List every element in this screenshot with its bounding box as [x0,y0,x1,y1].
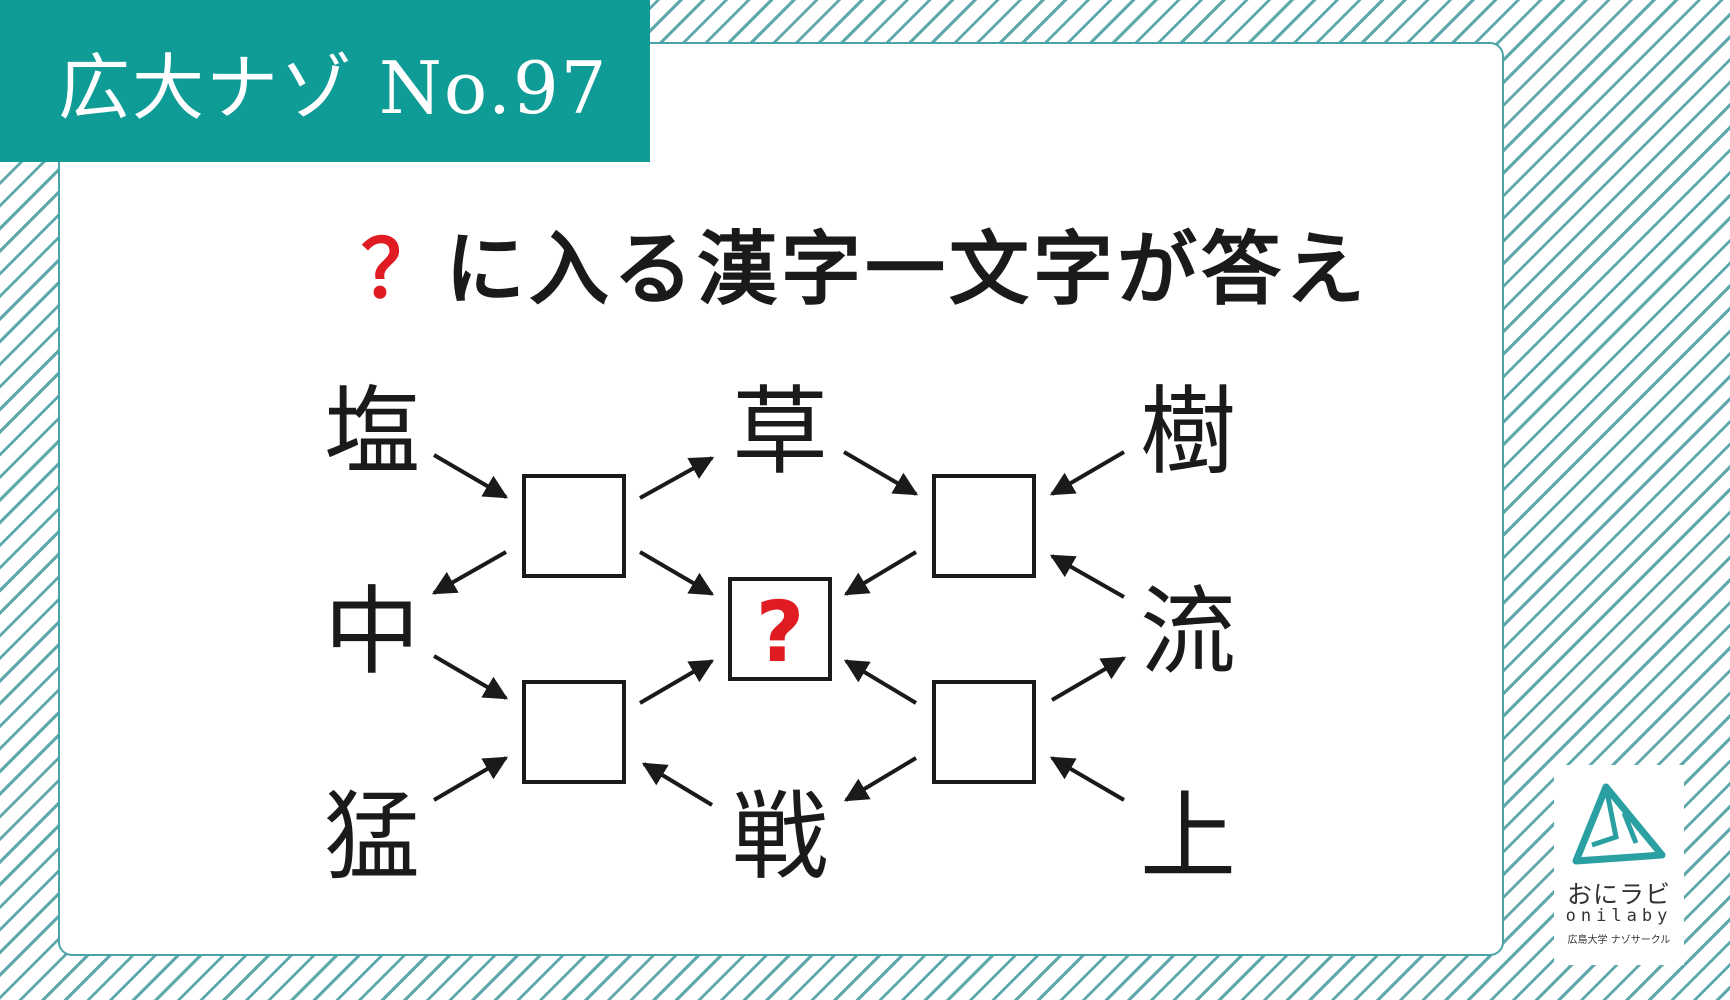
blank-box-upper-right [932,474,1036,578]
onilaby-logo: おにラビ onilaby 広島大学 ナゾサークル [1554,765,1684,965]
arrow-box-to-mid-right [1050,656,1127,702]
kanji-bottom-right: 上 [1140,781,1236,893]
arrow-box-to-top-center [639,456,715,500]
arrow-top-right-to-box [1049,450,1126,496]
blank-box-lower-right [932,680,1036,784]
arrow-box-to-answer-upper-right [843,550,918,596]
blank-box-lower-left [522,680,626,784]
arrow-box-to-answer-lower-right [843,659,918,705]
arrow-bottom-center-to-box [641,762,714,807]
arrow-box-to-answer-lower [638,659,715,705]
answer-box [728,577,832,681]
arrow-top-left-to-box [432,453,509,499]
arrow-mid-left-to-box [432,654,509,700]
title-text: 広大ナゾ No.97 [58,45,609,130]
logo-name-jp: おにラビ [1566,880,1671,909]
triangle-logo-icon [1572,783,1666,865]
answer-question-mark: ? [756,583,805,681]
kanji-top-center: 草 [732,376,828,488]
page-title: 広大ナゾ No.97 [0,0,650,162]
question-text: ？に入る漢字一文字が答え [0,205,1730,321]
arrow-bottom-right-to-box [1049,756,1126,802]
puzzle-card [58,42,1504,956]
arrow-box-to-mid-left [431,550,507,595]
kanji-mid-left: 中 [324,576,420,688]
question-mark: ？ [361,223,445,316]
kanji-mid-right: 流 [1140,576,1236,688]
blank-box-upper-left [522,474,626,578]
arrow-box-to-bottom-center [843,756,918,802]
question-body: に入る漢字一文字が答え [445,223,1369,316]
kanji-bottom-center: 戦 [732,781,828,893]
arrow-bottom-left-to-box [432,756,509,802]
arrow-mid-right-to-box [1049,554,1125,599]
kanji-top-left: 塩 [324,376,420,488]
kanji-top-right: 樹 [1140,376,1236,488]
logo-subtitle: 広島大学 ナゾサークル [1567,935,1671,946]
kanji-bottom-left: 猛 [324,781,420,893]
arrow-top-center-to-box [842,450,919,496]
logo-name-en: onilaby [1565,906,1673,926]
arrow-box-to-answer-upper [638,550,715,596]
